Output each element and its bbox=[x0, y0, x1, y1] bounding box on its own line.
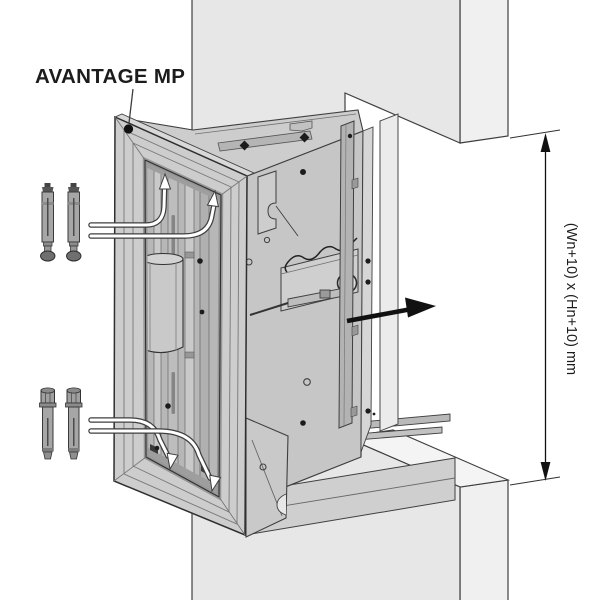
anchor-screw bbox=[66, 183, 82, 262]
bezel-miter-bl bbox=[113, 456, 147, 482]
dimension-arrow-up-icon bbox=[540, 133, 551, 152]
leader-arrowhead-up-icon bbox=[206, 189, 219, 208]
bezel-miter-tl bbox=[114, 116, 146, 161]
flange-notch bbox=[276, 493, 287, 516]
hook-hole-icon bbox=[263, 236, 271, 244]
interior-screw-2 bbox=[199, 309, 205, 315]
edge-screw-2 bbox=[365, 279, 371, 285]
edge-screw-1 bbox=[365, 258, 371, 264]
leader-arrow-top-2 bbox=[88, 189, 219, 239]
rail-slot-3 bbox=[171, 372, 175, 414]
rail-tab-1 bbox=[184, 251, 195, 259]
insertion-arrow-icon bbox=[346, 297, 436, 324]
wall-side-face-top bbox=[459, 0, 509, 144]
rail-tab-2 bbox=[184, 351, 195, 359]
rear-corner-rail bbox=[338, 120, 355, 429]
top-bolt-2-icon bbox=[299, 132, 310, 143]
rail-clip-2 bbox=[351, 324, 359, 337]
dimension-tick-bottom bbox=[509, 476, 561, 486]
top-notch-tab bbox=[289, 120, 313, 132]
panel-screw-1 bbox=[300, 169, 306, 175]
edge-screw-3 bbox=[365, 408, 371, 414]
frame-bezel bbox=[113, 113, 256, 537]
dimension: (Wn+10) x (Hn+10) mm bbox=[509, 129, 579, 486]
wall-side-face-bottom bbox=[459, 479, 509, 600]
threaded-rod bbox=[249, 302, 289, 316]
dimension-label: (Wn+10) x (Hn+10) mm bbox=[563, 223, 579, 375]
interior-screw-3 bbox=[165, 403, 171, 409]
edge-dot bbox=[372, 412, 376, 416]
anchor-screws-bottom bbox=[39, 387, 83, 460]
label-leader-line bbox=[128, 88, 134, 124]
panel-hole-2-icon bbox=[303, 378, 311, 386]
dimension-arrow-down-icon bbox=[540, 462, 551, 481]
leader-arrows bbox=[88, 172, 222, 493]
hook-brace-line bbox=[275, 205, 299, 237]
bottom-clip-1 bbox=[150, 444, 158, 454]
interior-screw-4 bbox=[154, 445, 160, 451]
half-cylinder-cover bbox=[145, 252, 184, 354]
panel-edge-strip bbox=[360, 126, 374, 453]
rail-groove bbox=[343, 123, 347, 426]
label-anchor-dot bbox=[123, 124, 134, 134]
rail-screw-1 bbox=[347, 133, 353, 139]
interior-rail-3 bbox=[184, 160, 195, 497]
anchor-screws-top bbox=[40, 183, 82, 262]
hook-bracket bbox=[257, 170, 277, 235]
product-label-group: AVANTAGE MP bbox=[35, 65, 185, 134]
top-bolt-1-icon bbox=[239, 140, 250, 151]
interior-screw-1 bbox=[197, 258, 203, 264]
top-edge-line bbox=[194, 113, 357, 135]
product-label: AVANTAGE MP bbox=[35, 65, 185, 88]
leader-arrow-bottom-2 bbox=[88, 428, 222, 493]
rail-clip-1 bbox=[351, 177, 359, 190]
flange-hole-icon bbox=[259, 463, 267, 471]
leader-arrowhead-down-icon bbox=[209, 474, 222, 493]
leader-arrowhead-up-icon bbox=[158, 172, 172, 190]
leader-arrow-top-1 bbox=[88, 172, 172, 228]
box-rear-flange bbox=[379, 113, 399, 432]
rail-clip-3 bbox=[350, 405, 358, 418]
anchor-bolt bbox=[39, 387, 57, 460]
anchor-screw bbox=[40, 183, 56, 262]
leader-arrow-bottom-1 bbox=[88, 417, 179, 471]
leader-arrowhead-down-icon bbox=[166, 452, 179, 471]
anchor-bolt bbox=[65, 387, 83, 460]
mounting-box bbox=[114, 109, 456, 538]
dimension-tick-top bbox=[509, 129, 561, 139]
bezel-miter-tr bbox=[220, 175, 248, 196]
rail-fitting bbox=[319, 289, 331, 299]
interior-rail-4 bbox=[199, 160, 210, 497]
panel-screw-3 bbox=[300, 420, 306, 426]
bezel-miter-br bbox=[218, 496, 246, 536]
